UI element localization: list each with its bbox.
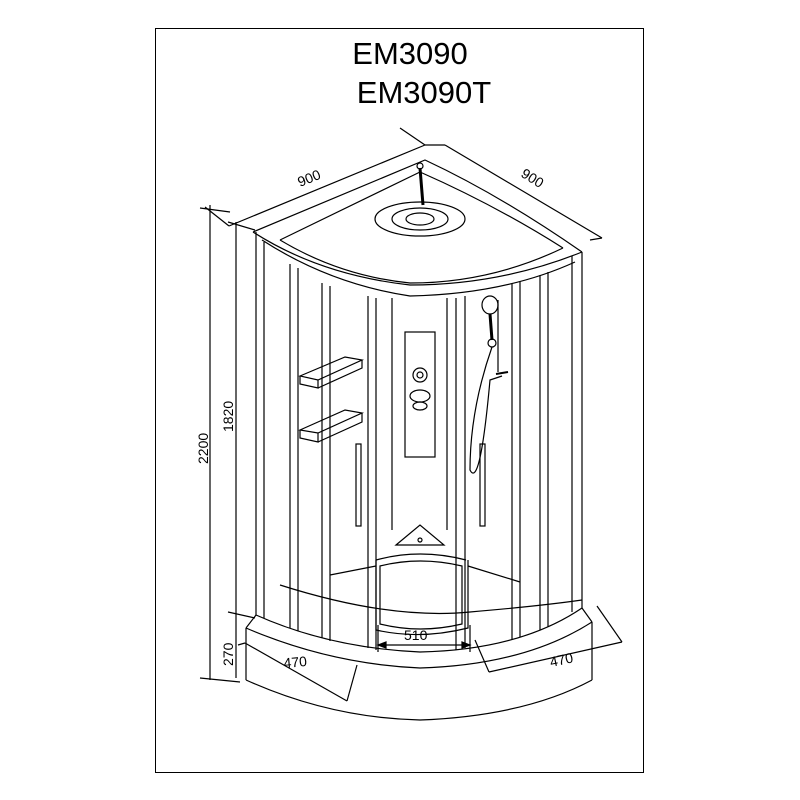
tray-corner: [375, 524, 467, 561]
cabin-posts: [255, 232, 583, 650]
dim-label-top-left: 900: [295, 166, 323, 190]
model-title-secondary: EM3090T: [356, 75, 492, 110]
model-title-primary: EM3090: [352, 36, 468, 71]
corner-shelves: [297, 356, 365, 443]
dimension-tray-height: 270: [220, 611, 256, 678]
dimension-tray-right: 470: [474, 605, 623, 673]
hand-shower: [469, 295, 509, 474]
dimension-top-left: 900: [204, 127, 426, 227]
dimension-cabin-height: 1820: [220, 221, 256, 618]
drawing-frame: [155, 28, 644, 773]
cabin-roof: [252, 159, 583, 297]
dimension-tray-left: 470: [237, 642, 358, 702]
dim-label-tray-left: 470: [283, 653, 308, 671]
dim-label-tray-height: 270: [220, 642, 236, 666]
dim-label-total-height: 2200: [195, 433, 211, 464]
back-panel: [391, 298, 448, 530]
shower-tray: [245, 560, 593, 721]
dim-label-top-right: 900: [518, 165, 546, 191]
dim-label-cabin-height: 1820: [220, 401, 236, 432]
dim-label-tray-right: 470: [548, 649, 574, 670]
dimension-total-height: 2200: [195, 205, 241, 683]
dimension-top-right: 900: [425, 144, 603, 241]
door-handles: [355, 443, 486, 527]
